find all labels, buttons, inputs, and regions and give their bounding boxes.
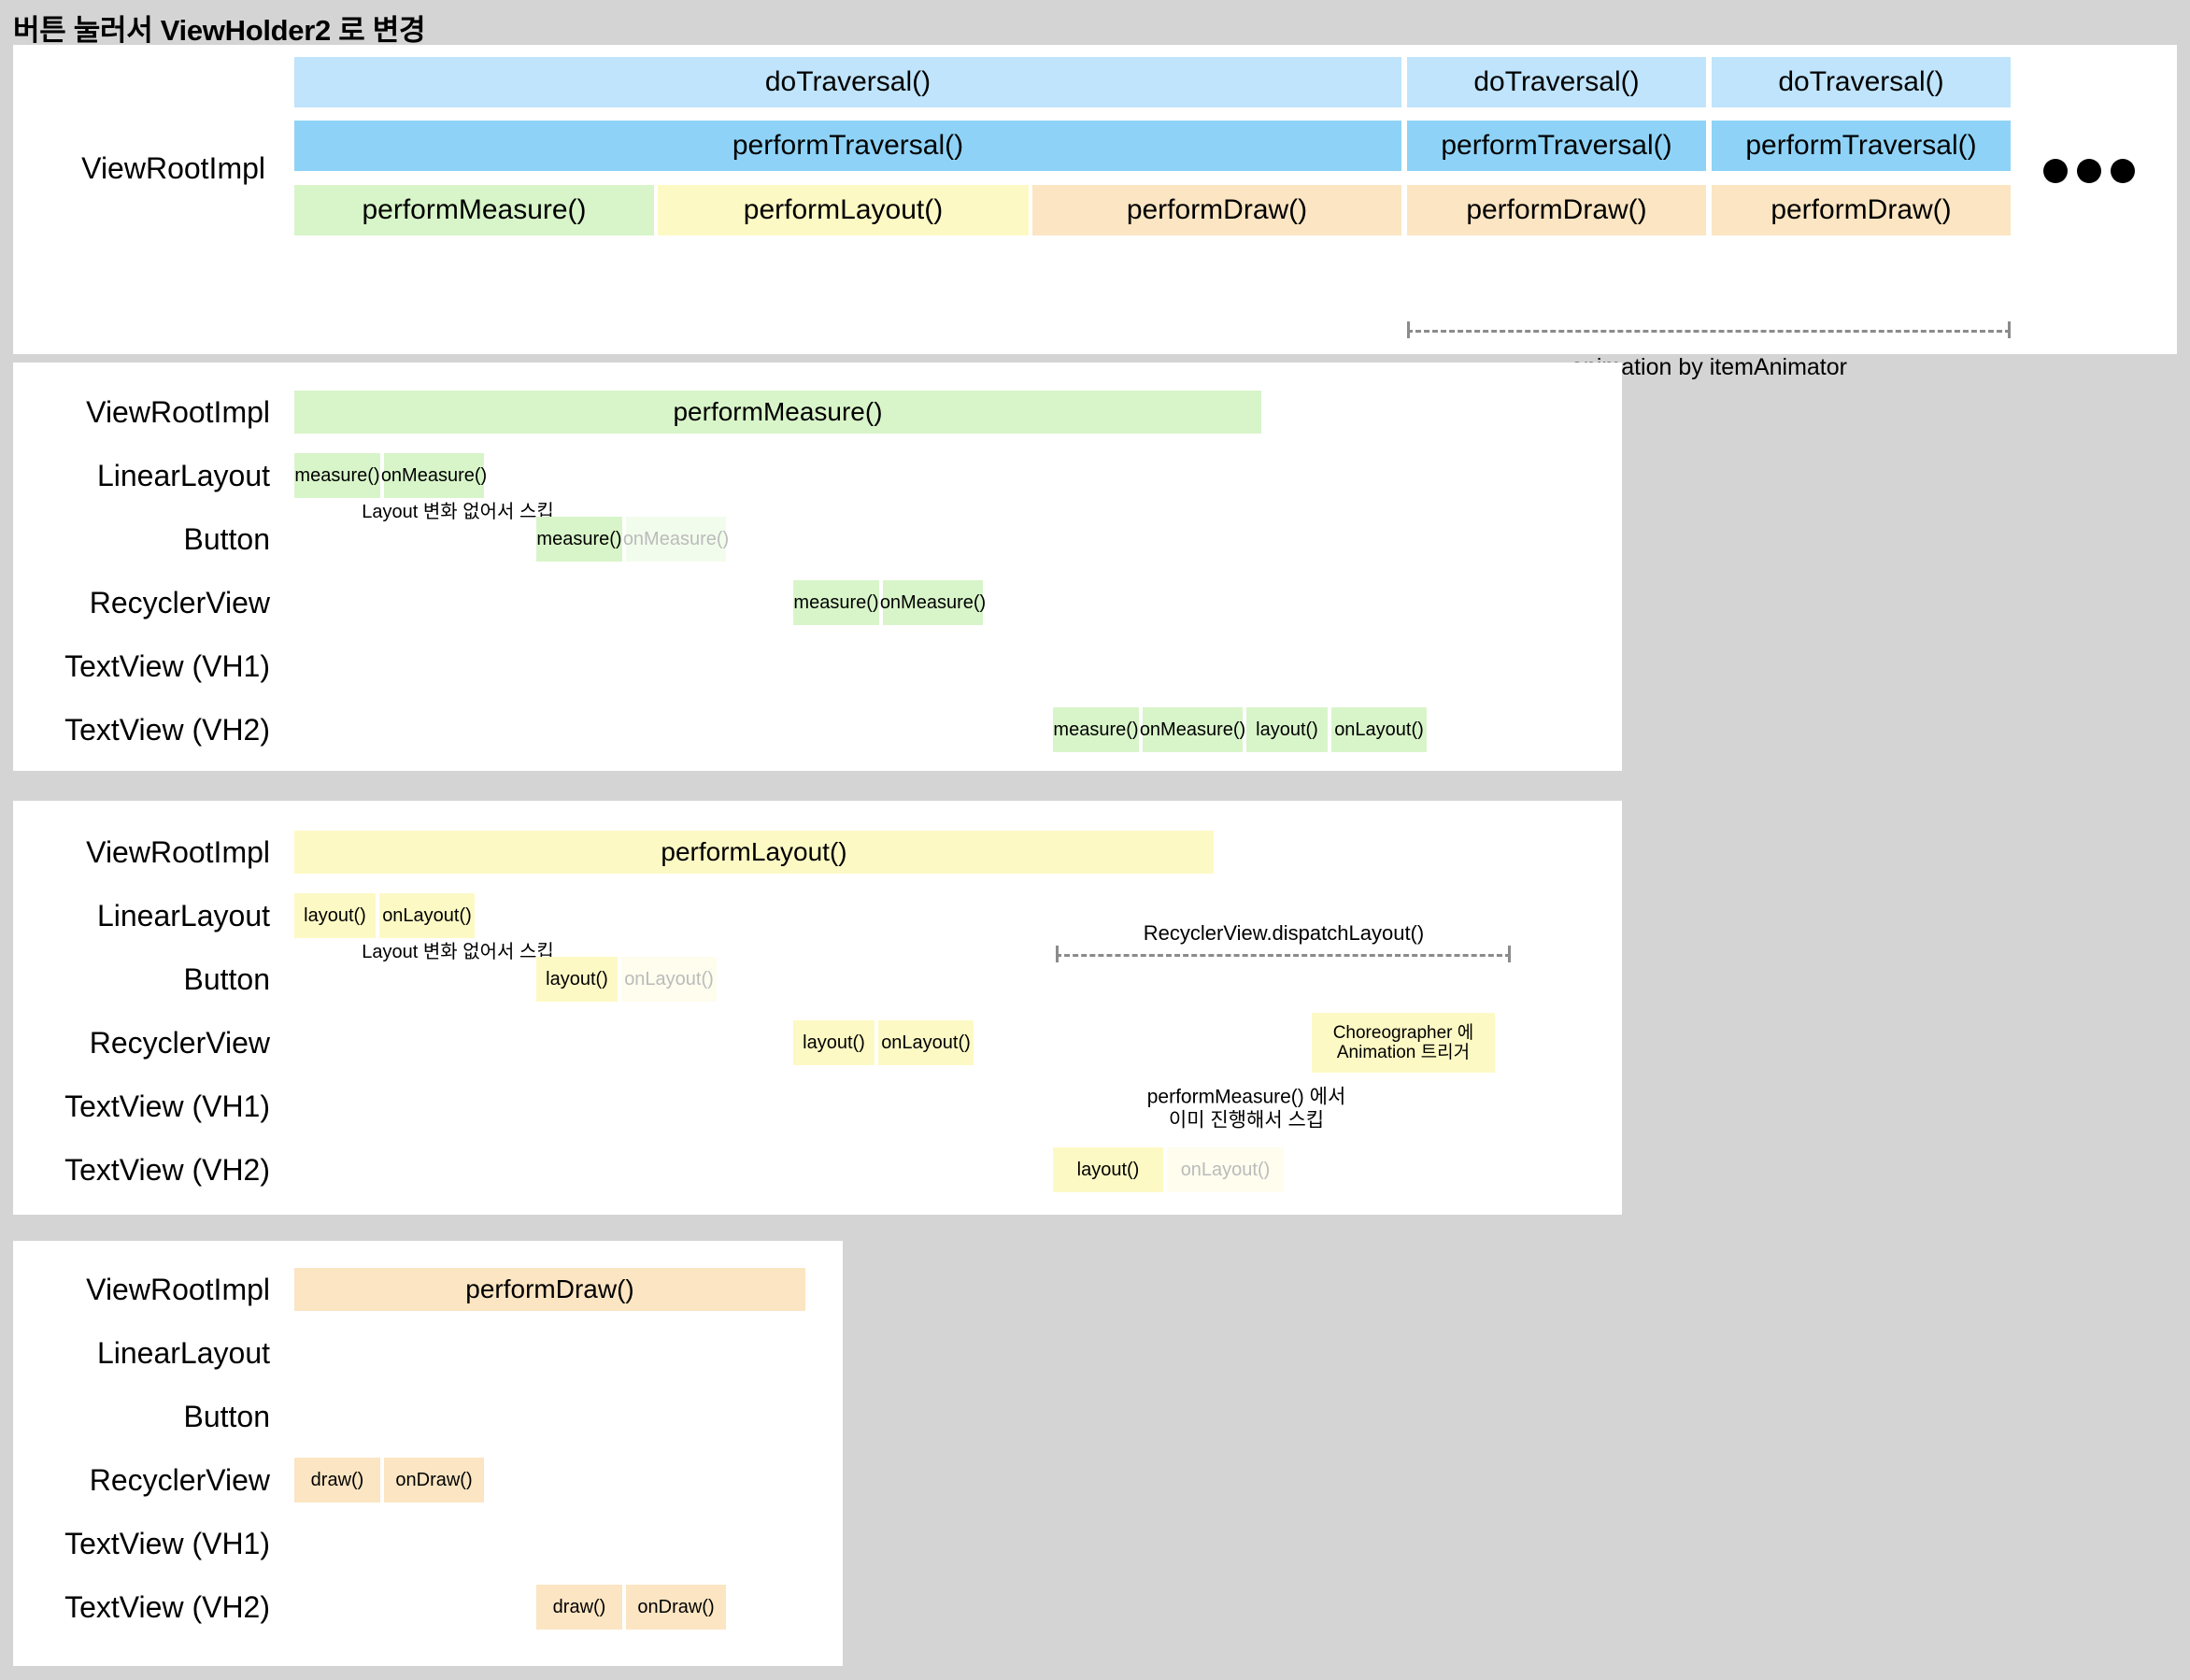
layout-vh2-onlayout: onLayout() <box>1167 1147 1284 1192</box>
draw-row-label-textview-vh1: TextView (VH1) <box>64 1527 270 1560</box>
draw-row-label-recyclerview: RecyclerView <box>89 1463 270 1497</box>
layout-row-label-viewrootimpl: ViewRootImpl <box>86 835 270 869</box>
layout-recyclerview-layout: layout() <box>793 1020 875 1065</box>
measure-row-label-linearlayout: LinearLayout <box>96 459 270 492</box>
measure-row-label-recyclerview: RecyclerView <box>89 586 270 619</box>
measure-button-skip-note: Layout 변화 없어서 스킵 <box>362 502 554 522</box>
layout-row-label-button: Button <box>183 962 270 996</box>
layout-row-label-textview-vh1: TextView (VH1) <box>64 1089 270 1123</box>
layout-button-skip-note: Layout 변화 없어서 스킵 <box>362 942 554 962</box>
do-traversal-bar-1: doTraversal() <box>294 57 1401 107</box>
do-traversal-bar-3: doTraversal() <box>1712 57 2011 107</box>
layout-panel: ViewRootImpl LinearLayout Button Recycle… <box>13 801 1622 1215</box>
layout-row-label-linearlayout: LinearLayout <box>96 899 270 933</box>
layout-header-bar: performLayout() <box>294 831 1214 874</box>
measure-vh2-onlayout: onLayout() <box>1331 707 1427 752</box>
perform-draw-bar-1: performDraw() <box>1032 185 1401 235</box>
timeline-row-label: ViewRootImpl <box>81 151 265 185</box>
measure-header-bar: performMeasure() <box>294 391 1261 434</box>
timeline-panel: ViewRootImpl doTraversal() performTraver… <box>13 45 2177 380</box>
perform-traversal-bar-3: performTraversal() <box>1712 121 2011 171</box>
measure-vh2-layout: layout() <box>1246 707 1328 752</box>
perform-traversal-bar-1: performTraversal() <box>294 121 1401 171</box>
measure-button-onmeasure: onMeasure() <box>623 517 729 562</box>
layout-button-onlayout: onLayout() <box>621 957 717 1002</box>
measure-button-measure: measure() <box>536 517 622 562</box>
page-title: 버튼 눌러서 ViewHolder2 로 변경 <box>13 14 426 47</box>
draw-recyclerview-draw: draw() <box>294 1458 380 1502</box>
dispatch-layout-brace-label: RecyclerView.dispatchLayout() <box>1143 921 1425 945</box>
animation-brace <box>1407 321 2011 338</box>
layout-vh2-layout: layout() <box>1053 1147 1163 1192</box>
perform-draw-bar-2: performDraw() <box>1407 185 1706 235</box>
measure-linearlayout-onmeasure: onMeasure() <box>381 453 487 498</box>
draw-row-label-button: Button <box>183 1400 270 1433</box>
layout-vh2-skip-note: performMeasure() 에서 이미 진행해서 스킵 <box>1146 1086 1346 1132</box>
layout-linearlayout-onlayout: onLayout() <box>379 893 475 938</box>
measure-row-label-button: Button <box>183 522 270 556</box>
do-traversal-bar-2: doTraversal() <box>1407 57 1706 107</box>
measure-vh2-onmeasure: onMeasure() <box>1140 707 1245 752</box>
ellipsis-icon <box>2043 159 2135 183</box>
draw-vh2-ondraw: onDraw() <box>626 1585 726 1630</box>
layout-row-label-textview-vh2: TextView (VH2) <box>64 1153 270 1187</box>
draw-vh2-draw: draw() <box>536 1585 622 1630</box>
draw-recyclerview-ondraw: onDraw() <box>384 1458 484 1502</box>
layout-button-layout: layout() <box>536 957 618 1002</box>
measure-linearlayout-measure: measure() <box>294 453 380 498</box>
measure-recyclerview-measure: measure() <box>793 580 879 625</box>
measure-row-label-textview-vh1: TextView (VH1) <box>64 649 270 683</box>
draw-row-label-linearlayout: LinearLayout <box>96 1336 270 1370</box>
draw-panel: ViewRootImpl LinearLayout Button Recycle… <box>13 1241 843 1666</box>
perform-draw-bar-3: performDraw() <box>1712 185 2011 235</box>
dispatch-layout-brace <box>1056 946 1511 962</box>
measure-vh2-measure: measure() <box>1053 707 1139 752</box>
perform-layout-bar-1: performLayout() <box>658 185 1029 235</box>
draw-header-bar: performDraw() <box>294 1268 805 1311</box>
measure-panel: ViewRootImpl LinearLayout Button Recycle… <box>13 363 1622 771</box>
measure-row-label-textview-vh2: TextView (VH2) <box>64 713 270 747</box>
choreographer-trigger-box: Choreographer 에 Animation 트리거 <box>1312 1013 1495 1073</box>
perform-measure-bar-1: performMeasure() <box>294 185 654 235</box>
draw-row-label-textview-vh2: TextView (VH2) <box>64 1590 270 1624</box>
perform-traversal-bar-2: performTraversal() <box>1407 121 1706 171</box>
layout-recyclerview-onlayout: onLayout() <box>878 1020 974 1065</box>
layout-row-label-recyclerview: RecyclerView <box>89 1026 270 1060</box>
draw-row-label-viewrootimpl: ViewRootImpl <box>86 1273 270 1306</box>
measure-row-label-viewrootimpl: ViewRootImpl <box>86 395 270 429</box>
measure-recyclerview-onmeasure: onMeasure() <box>880 580 986 625</box>
layout-linearlayout-layout: layout() <box>294 893 376 938</box>
